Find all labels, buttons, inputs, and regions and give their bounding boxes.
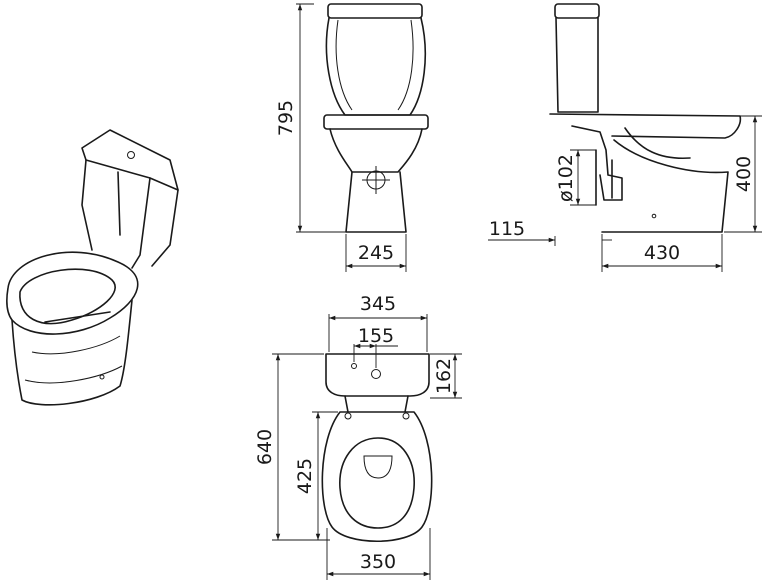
dim-tank-width: 345 [360,293,396,315]
dim-pan-height: 400 [733,156,755,192]
front-view [323,3,429,233]
dim-tank-hole-span: 155 [358,325,394,347]
dimension-labels: 795 245 115 430 400 ø102 345 155 162 640… [254,100,755,573]
side-view [549,3,742,233]
dim-outlet-diameter: ø102 [555,154,577,202]
top-view [321,353,433,542]
dim-total-length: 640 [254,429,276,465]
dim-bowl-width: 350 [360,551,396,573]
perspective-view [6,129,179,406]
dim-side-depth: 430 [644,242,680,264]
dim-bowl-length: 425 [294,458,316,494]
dim-total-height: 795 [275,100,297,136]
dim-side-offset: 115 [489,218,525,240]
dim-tank-depth: 162 [433,358,455,394]
dim-front-base-width: 245 [358,242,394,264]
dimension-lines [272,3,762,580]
